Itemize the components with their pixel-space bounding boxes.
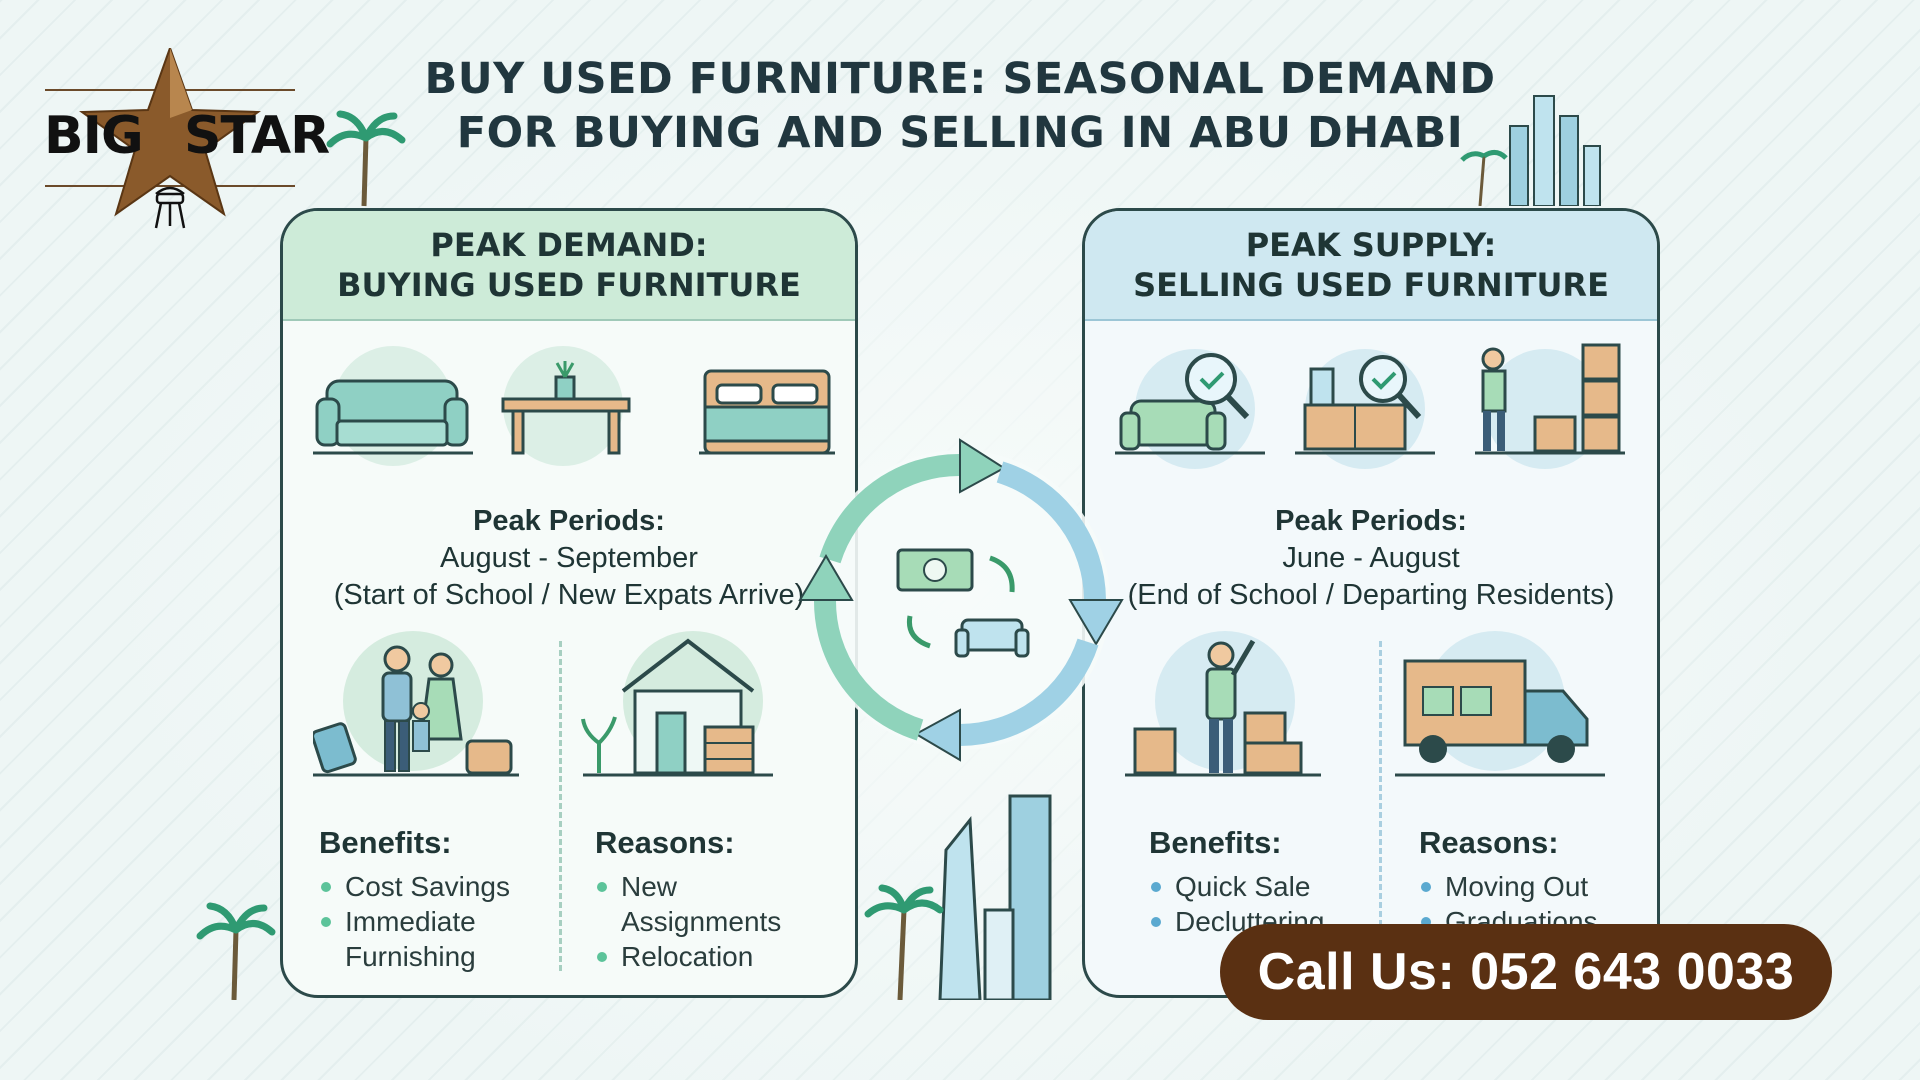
reasons-title: Reasons:: [595, 825, 735, 860]
moving-truck-icon: [1395, 631, 1605, 777]
panel-peak-supply: PEAK SUPPLY: SELLING USED FURNITURE: [1082, 208, 1660, 998]
supply-illustrations: [1125, 631, 1605, 777]
peak-periods-supply: Peak Periods: June - August (End of Scho…: [1085, 503, 1657, 614]
sofa-small-icon: [954, 618, 1030, 658]
panel-heading-demand: PEAK DEMAND: BUYING USED FURNITURE: [283, 211, 855, 321]
period-note: (Start of School / New Expats Arrive): [333, 579, 805, 611]
cycle-arrow-icon: [959, 638, 1099, 746]
list-item: Moving Out: [1419, 869, 1639, 904]
heading-line-1: PEAK SUPPLY:: [1245, 226, 1497, 264]
divider: [559, 641, 562, 971]
logo-text-star: STAR: [184, 106, 330, 166]
call-us-button[interactable]: Call Us: 052 643 0033: [1220, 924, 1832, 1020]
panel-peak-demand: PEAK DEMAND: BUYING USED FURNITURE: [280, 208, 858, 998]
period-range: August - September: [440, 542, 698, 574]
period-label: Peak Periods:: [1275, 505, 1467, 537]
list-item: Relocation: [595, 939, 815, 974]
cycle-arrow-icon: [819, 453, 961, 564]
bottom-skyline-icon: [864, 794, 1052, 1000]
furniture-icons-row: [313, 346, 835, 466]
list-item: New Assignments: [595, 869, 815, 939]
mover-boxes-icon: [1475, 343, 1625, 469]
heading-line-2: BUYING USED FURNITURE: [337, 266, 801, 304]
period-note: (End of School / Departing Residents): [1127, 579, 1615, 611]
heading-line-1: PEAK DEMAND:: [430, 226, 708, 264]
family-luggage-icon: [313, 631, 519, 777]
title-line-2: FOR BUYING AND SELLING IN ABU DHABI: [456, 108, 1464, 158]
page-title: BUY USED FURNITURE: SEASONAL DEMAND FOR …: [380, 52, 1540, 160]
reasons-title: Reasons:: [1419, 825, 1559, 860]
armchair-inspect-icon: [1115, 349, 1265, 469]
person-boxes-icon: [1125, 631, 1321, 777]
supply-icons-row: [1115, 343, 1625, 469]
period-range: June - August: [1282, 542, 1460, 574]
panel-heading-supply: PEAK SUPPLY: SELLING USED FURNITURE: [1085, 211, 1657, 321]
bed-icon: [699, 369, 835, 455]
benefits-title: Benefits:: [319, 825, 452, 860]
table-icon: [501, 346, 631, 466]
benefits-list: Cost Savings Immediate Furnishing: [319, 869, 549, 974]
swap-arrows-icon: [906, 555, 1015, 649]
heading-line-2: SELLING USED FURNITURE: [1133, 266, 1609, 304]
money-icon: [896, 548, 974, 592]
grill-icon: [154, 186, 186, 229]
list-item: Immediate Furnishing: [319, 904, 549, 974]
skyline-icon: [1460, 95, 1601, 206]
star-icon: [79, 48, 261, 217]
logo-text-big: BIG: [44, 106, 144, 166]
brand-logo: BIG STAR: [40, 48, 330, 238]
sofa-icon: [313, 346, 473, 466]
title-line-1: BUY USED FURNITURE: SEASONAL DEMAND: [424, 54, 1496, 104]
reasons-list: New Assignments Relocation: [595, 869, 815, 974]
benefits-title: Benefits:: [1149, 825, 1282, 860]
peak-periods-demand: Peak Periods: August - September (Start …: [283, 503, 855, 614]
divider: [1379, 641, 1382, 971]
cycle-arrow-icon: [996, 461, 1106, 601]
period-label: Peak Periods:: [473, 505, 665, 537]
house-icon: [581, 631, 773, 777]
demand-illustrations: [313, 631, 773, 777]
palm-tree-icon: [326, 110, 406, 207]
cycle-diagram: [798, 438, 1124, 762]
desk-inspect-icon: [1295, 349, 1435, 469]
list-item: Cost Savings: [319, 869, 549, 904]
palm-tree-icon: [196, 902, 276, 1000]
list-item: Quick Sale: [1149, 869, 1369, 904]
cycle-arrow-icon: [813, 599, 924, 741]
